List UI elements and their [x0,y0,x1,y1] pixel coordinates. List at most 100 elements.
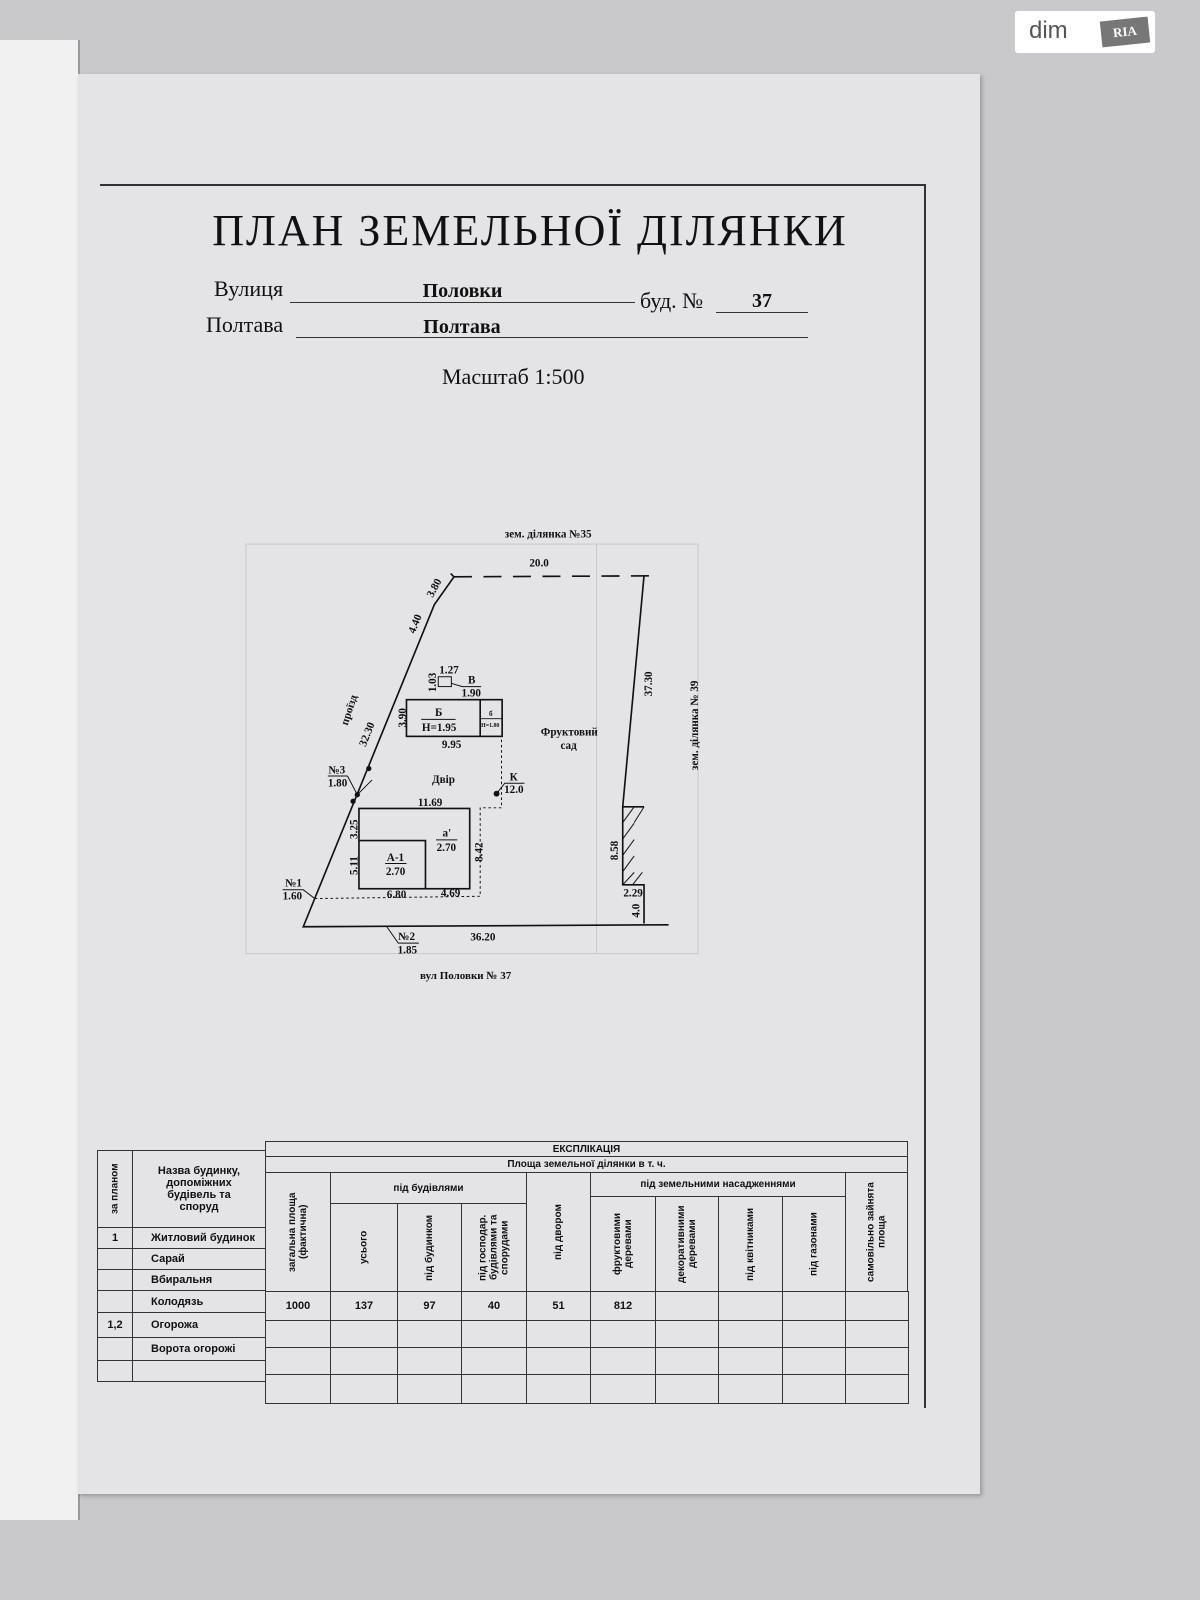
point-1-value: 1.60 [283,891,303,903]
table-cell [590,1320,656,1348]
orchard-label-2: сад [560,740,577,752]
dim-house-w: 11.69 [418,797,443,809]
point-2: №2 [398,931,415,943]
table-cell [782,1347,846,1375]
row-num: 1 [97,1227,133,1249]
street-label: Вулиця [214,276,284,301]
name-header: Назва будинку, допоміжних будівель та сп… [132,1150,266,1228]
table-cell [718,1374,783,1404]
table-cell: 1000 [265,1291,331,1321]
east-neighbor: зем. ділянка № 39 [689,680,701,770]
dim-left-long: 32.30 [357,720,378,748]
table-cell: 137 [330,1291,398,1321]
dim-shed-h: 3.90 [397,708,409,728]
passage-label: проїзд [339,693,360,727]
table-cell [590,1347,656,1375]
table-cell [526,1347,591,1375]
city-value: Полтава [296,316,808,338]
p-lawn-header: під газонами [782,1196,846,1292]
site-plan: зем. ділянка №35 20.0 зем. ділянка № 39 … [245,528,701,957]
table-cell [461,1374,527,1404]
toilet-label: В [468,674,476,686]
dim-house-b2: 4.69 [441,887,461,899]
table-cell [397,1320,462,1348]
annex-label: а' [443,827,452,839]
table-cell [782,1320,846,1348]
table-cell [461,1347,527,1375]
table-cell: 97 [397,1291,462,1321]
dim-left-top: 3.80 [425,576,445,599]
table-cell [461,1320,527,1348]
row-name: Вбиральня [132,1269,266,1291]
table-cell [397,1374,462,1404]
shed-height: Н=1.95 [422,722,457,734]
east-boundary [621,575,645,924]
row-name [132,1360,266,1382]
south-street: вул Половки № 37 [420,970,512,982]
logo-ria: RIA [1099,16,1151,48]
p-fruit-header: фруктовими деревами [590,1196,656,1292]
table-cell: 40 [461,1291,527,1321]
table-cell [590,1374,656,1404]
table-cell [655,1374,719,1404]
marker-point [350,798,356,804]
house-label: буд. № [640,288,704,313]
dimria-logo: dim RIA [1014,10,1156,54]
table-cell [782,1374,846,1404]
point-3: №3 [328,764,345,776]
table-cell [265,1374,331,1404]
logo-dim: dim [1029,17,1068,44]
orchard-label: Фруктовий [541,727,599,739]
point-2-value: 1.85 [398,945,418,957]
toilet-v [437,676,452,688]
table-cell [330,1320,398,1348]
table-cell [655,1291,719,1321]
well-label: К [510,772,518,784]
shed-small-label: б [489,710,493,718]
dim-house-h: 5.11 [348,856,360,875]
annex-height: 2.70 [437,842,457,854]
table-cell [330,1374,398,1404]
dim-top: 20.0 [529,557,549,569]
table-cell [845,1374,909,1404]
table-subtitle: Площа земельної ділянки в т. ч. [265,1156,908,1173]
table-cell [718,1347,783,1375]
dim-right-low: 8.58 [609,840,621,860]
b-house-header: під будинком [397,1203,462,1292]
row-num: 1,2 [97,1312,133,1338]
dim-toilet-h: 1.03 [427,672,439,692]
dim-house-top: 3.25 [348,819,360,839]
dim-bottom: 36.20 [470,932,495,944]
table-cell [655,1347,719,1375]
table-cell [845,1347,909,1375]
table-cell [265,1347,331,1375]
table-cell [526,1320,591,1348]
table-title: ЕКСПЛІКАЦІЯ [265,1141,908,1157]
house-height: 2.70 [386,866,406,878]
row-num [97,1337,133,1361]
row-name: Ворота огорожі [132,1337,266,1361]
row-name: Огорожа [132,1312,266,1338]
dim-left-mid: 4.40 [406,612,425,635]
table-cell [397,1347,462,1375]
house-value: 37 [716,290,808,313]
shed-small-height: Н=1.80 [481,723,499,729]
dim-yard-h: 8.42 [473,842,485,862]
west-south-boundary [302,572,669,928]
yard-header: під двором [526,1172,591,1292]
north-boundary [453,575,656,578]
folder-cover [0,40,80,1520]
shed-label: Б [435,707,442,719]
table-cell [782,1291,846,1321]
marker-point [354,792,360,798]
page-title: ПЛАН ЗЕМЕЛЬНОЇ ДІЛЯНКИ [212,206,848,255]
table-cell [718,1291,783,1321]
city-label: Полтава [206,312,284,337]
table-cell [265,1320,331,1348]
table-cell: 51 [526,1291,591,1321]
total-header: загальна площа (фактична) [265,1172,331,1292]
shed-b [405,698,503,738]
faint-grid [245,543,699,955]
row-num [97,1360,133,1382]
point-1: №1 [285,877,302,889]
